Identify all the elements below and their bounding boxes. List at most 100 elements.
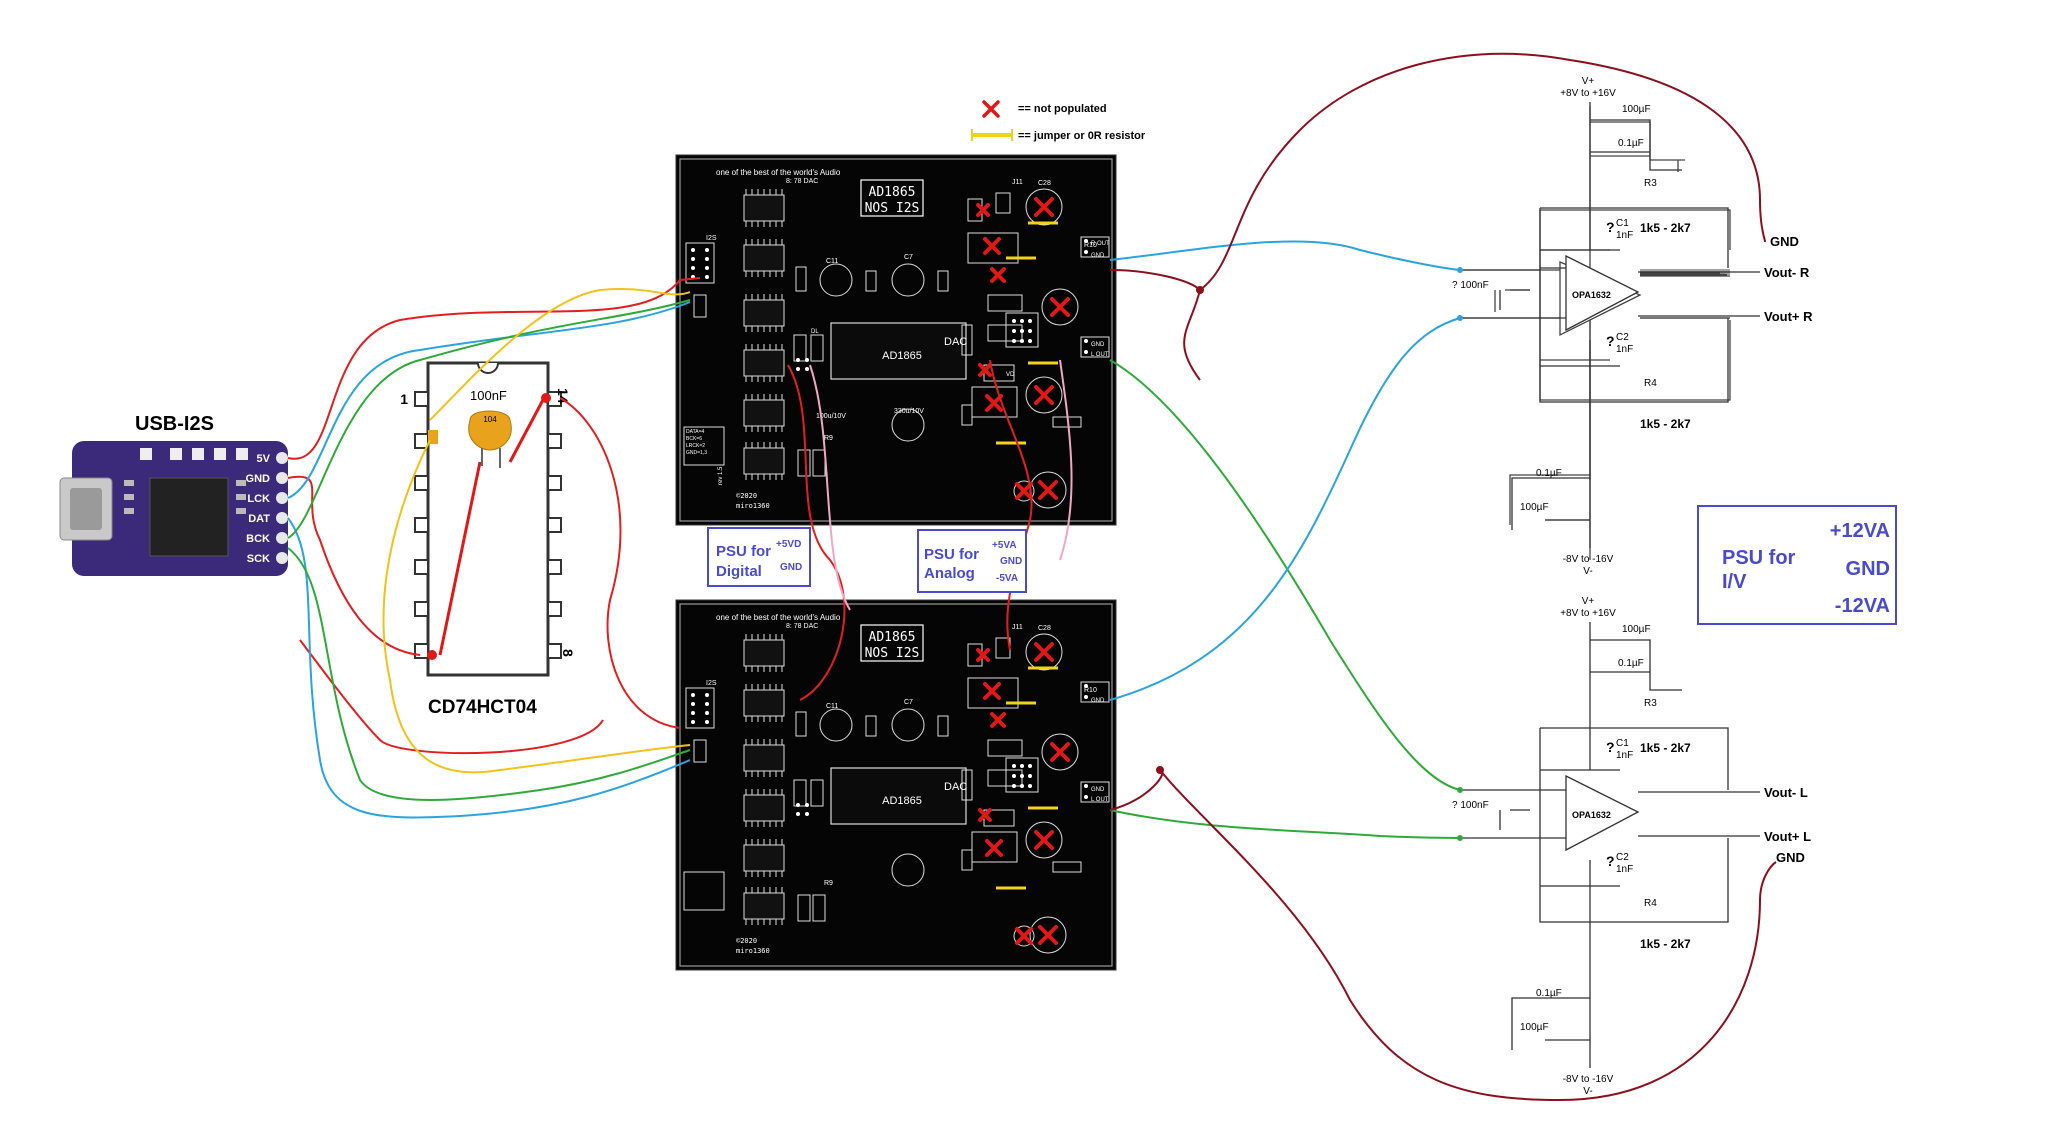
- input-cap-label-l: ? 100nF: [1452, 800, 1489, 811]
- input-cap-label: ? 100nF: [1452, 280, 1489, 291]
- pin-gnd: GND: [246, 473, 271, 485]
- dac-header-text: one of the best of the world's Audio: [716, 613, 841, 622]
- dac-chip-label: AD1865: [882, 350, 922, 362]
- psu-iv-title-2: I/V: [1722, 571, 1747, 593]
- c01-bottom-l: 0.1µF: [1536, 988, 1562, 999]
- l-out-label: L OUT: [1091, 352, 1109, 358]
- c01-label-l: 0.1µF: [1618, 658, 1644, 669]
- pin-5v: 5V: [257, 453, 271, 465]
- legend: == not populated == jumper or 0R resisto…: [971, 100, 1146, 142]
- q-c1: ?: [1606, 219, 1615, 235]
- pin-box-2: LRCK=2: [686, 443, 705, 449]
- psu-iv-neg: -12VA: [1835, 595, 1890, 617]
- vplus-label-l: V+: [1582, 596, 1595, 607]
- r4-label-l: R4: [1644, 898, 1657, 909]
- psu-iv-title-1: PSU for: [1722, 547, 1796, 569]
- pin-dat: DAT: [248, 513, 270, 525]
- va-label: VD: [1006, 372, 1015, 378]
- psu-analog-gnd: GND: [1000, 556, 1022, 567]
- psu-digital: PSU for Digital +5VD GND: [707, 527, 811, 587]
- l-gnd-label: GND: [1091, 342, 1105, 348]
- psu-analog-title-2: Analog: [924, 565, 975, 582]
- dac-header-text: one of the best of the world's Audio: [716, 168, 841, 177]
- c100-label: 100µF: [1622, 104, 1651, 115]
- not-populated-icon: [982, 100, 1000, 118]
- vminus-range-l: -8V to -16V: [1563, 1074, 1614, 1085]
- inverter-ic: 1 14 8 CD74HCT04 100nF 104: [400, 361, 576, 718]
- l-out-label: L OUT: [1091, 797, 1109, 803]
- c100-bottom: 100µF: [1520, 502, 1549, 513]
- r-val-top: 1k5 - 2k7: [1640, 221, 1691, 235]
- i2s-label: I2S: [706, 680, 717, 687]
- dac-title-1: AD1865: [869, 630, 916, 645]
- r-gnd-label: GND: [1091, 698, 1105, 704]
- dac-label: DAC: [944, 336, 967, 348]
- vminus-range: -8V to -16V: [1563, 554, 1614, 565]
- dac-author: miro1360: [736, 947, 770, 955]
- vplus-range: +8V to +16V: [1560, 88, 1616, 99]
- c1-val-l: 1nF: [1616, 750, 1633, 761]
- r10-label: R10: [1084, 687, 1097, 694]
- dac-board-bottom: one of the best of the world's Audio 8: …: [674, 598, 1118, 972]
- vplus-range-l: +8V to +16V: [1560, 608, 1616, 619]
- r-gnd-label: GND: [1091, 253, 1105, 259]
- psu-digital-gnd: GND: [780, 562, 802, 573]
- dac-copyright: ©2020: [736, 492, 757, 500]
- c1-val: 1nF: [1616, 230, 1633, 241]
- legend-not-populated: == not populated: [1018, 103, 1107, 115]
- iv-stage-left-clean: [1460, 622, 1760, 1068]
- vminus-label-l: V-: [1583, 1086, 1592, 1097]
- c1-label-l: C1: [1616, 738, 1629, 749]
- psu-digital-title-1: PSU for: [716, 543, 771, 560]
- c7-label: C7: [904, 254, 913, 261]
- opamp-label-l: OPA1632: [1572, 810, 1611, 820]
- vout-minus-r: Vout- R: [1764, 265, 1810, 280]
- c11-label: C11: [826, 258, 838, 265]
- pin-box-0: DATA=4: [686, 429, 705, 435]
- dac-header-sub: 8: 78 DAC: [786, 623, 818, 630]
- psu-iv-gnd: GND: [1846, 558, 1890, 580]
- psu-iv: PSU for I/V +12VA GND -12VA: [1697, 505, 1897, 625]
- iv-stage-right: [1460, 106, 1731, 560]
- cap-code: 104: [483, 415, 497, 424]
- dac-header-sub: 8: 78 DAC: [786, 178, 818, 185]
- c100-bottom-l: 100µF: [1520, 1022, 1549, 1033]
- legend-jumper: == jumper or 0R resistor: [1018, 130, 1146, 142]
- opamp-label: OPA1632: [1572, 290, 1611, 300]
- r-val-top-l: 1k5 - 2k7: [1640, 741, 1691, 755]
- ic-pin-8: 8: [560, 649, 576, 657]
- c7-label: C7: [904, 699, 913, 706]
- psu-analog-pos: +5VA: [992, 540, 1017, 551]
- c28-label: C28: [1038, 625, 1051, 632]
- ic-name: CD74HCT04: [428, 697, 537, 718]
- vout-plus-r: Vout+ R: [1764, 309, 1813, 324]
- usb-i2s-title: USB-I2S: [135, 413, 214, 435]
- c2-label-l: C2: [1616, 852, 1629, 863]
- j11-label: J11: [1012, 624, 1023, 631]
- r10-label: R10: [1084, 242, 1097, 249]
- c11-label: C11: [826, 703, 838, 710]
- ic-pin-14: 14: [555, 388, 571, 404]
- r3-label: R3: [1644, 178, 1657, 189]
- signal-wires: [287, 277, 701, 819]
- r4-label: R4: [1644, 378, 1657, 389]
- c01-label: 0.1µF: [1618, 138, 1644, 149]
- psu-digital-pos: +5VD: [776, 539, 801, 550]
- q-c2-l: ?: [1606, 853, 1615, 869]
- pin-box-1: BCK=6: [686, 436, 702, 442]
- q-c2: ?: [1606, 333, 1615, 349]
- jumper-icon: [971, 129, 1013, 141]
- dac-rev: rev 1.5: [718, 466, 724, 485]
- pin-box-3: GND=1,3: [686, 450, 707, 456]
- l-gnd-label: GND: [1091, 787, 1105, 793]
- i2s-label: I2S: [706, 235, 717, 242]
- psu-analog-title-1: PSU for: [924, 546, 979, 563]
- dac-board-top: one of the best of the world's Audio 8: …: [674, 153, 1118, 527]
- cap-value-c11: 100u/10V: [816, 413, 846, 420]
- ic-pin-1: 1: [400, 391, 408, 407]
- c01-bottom: 0.1µF: [1536, 468, 1562, 479]
- c2-val-l: 1nF: [1616, 864, 1633, 875]
- j11-label: J11: [1012, 179, 1023, 186]
- psu-iv-pos: +12VA: [1830, 520, 1890, 542]
